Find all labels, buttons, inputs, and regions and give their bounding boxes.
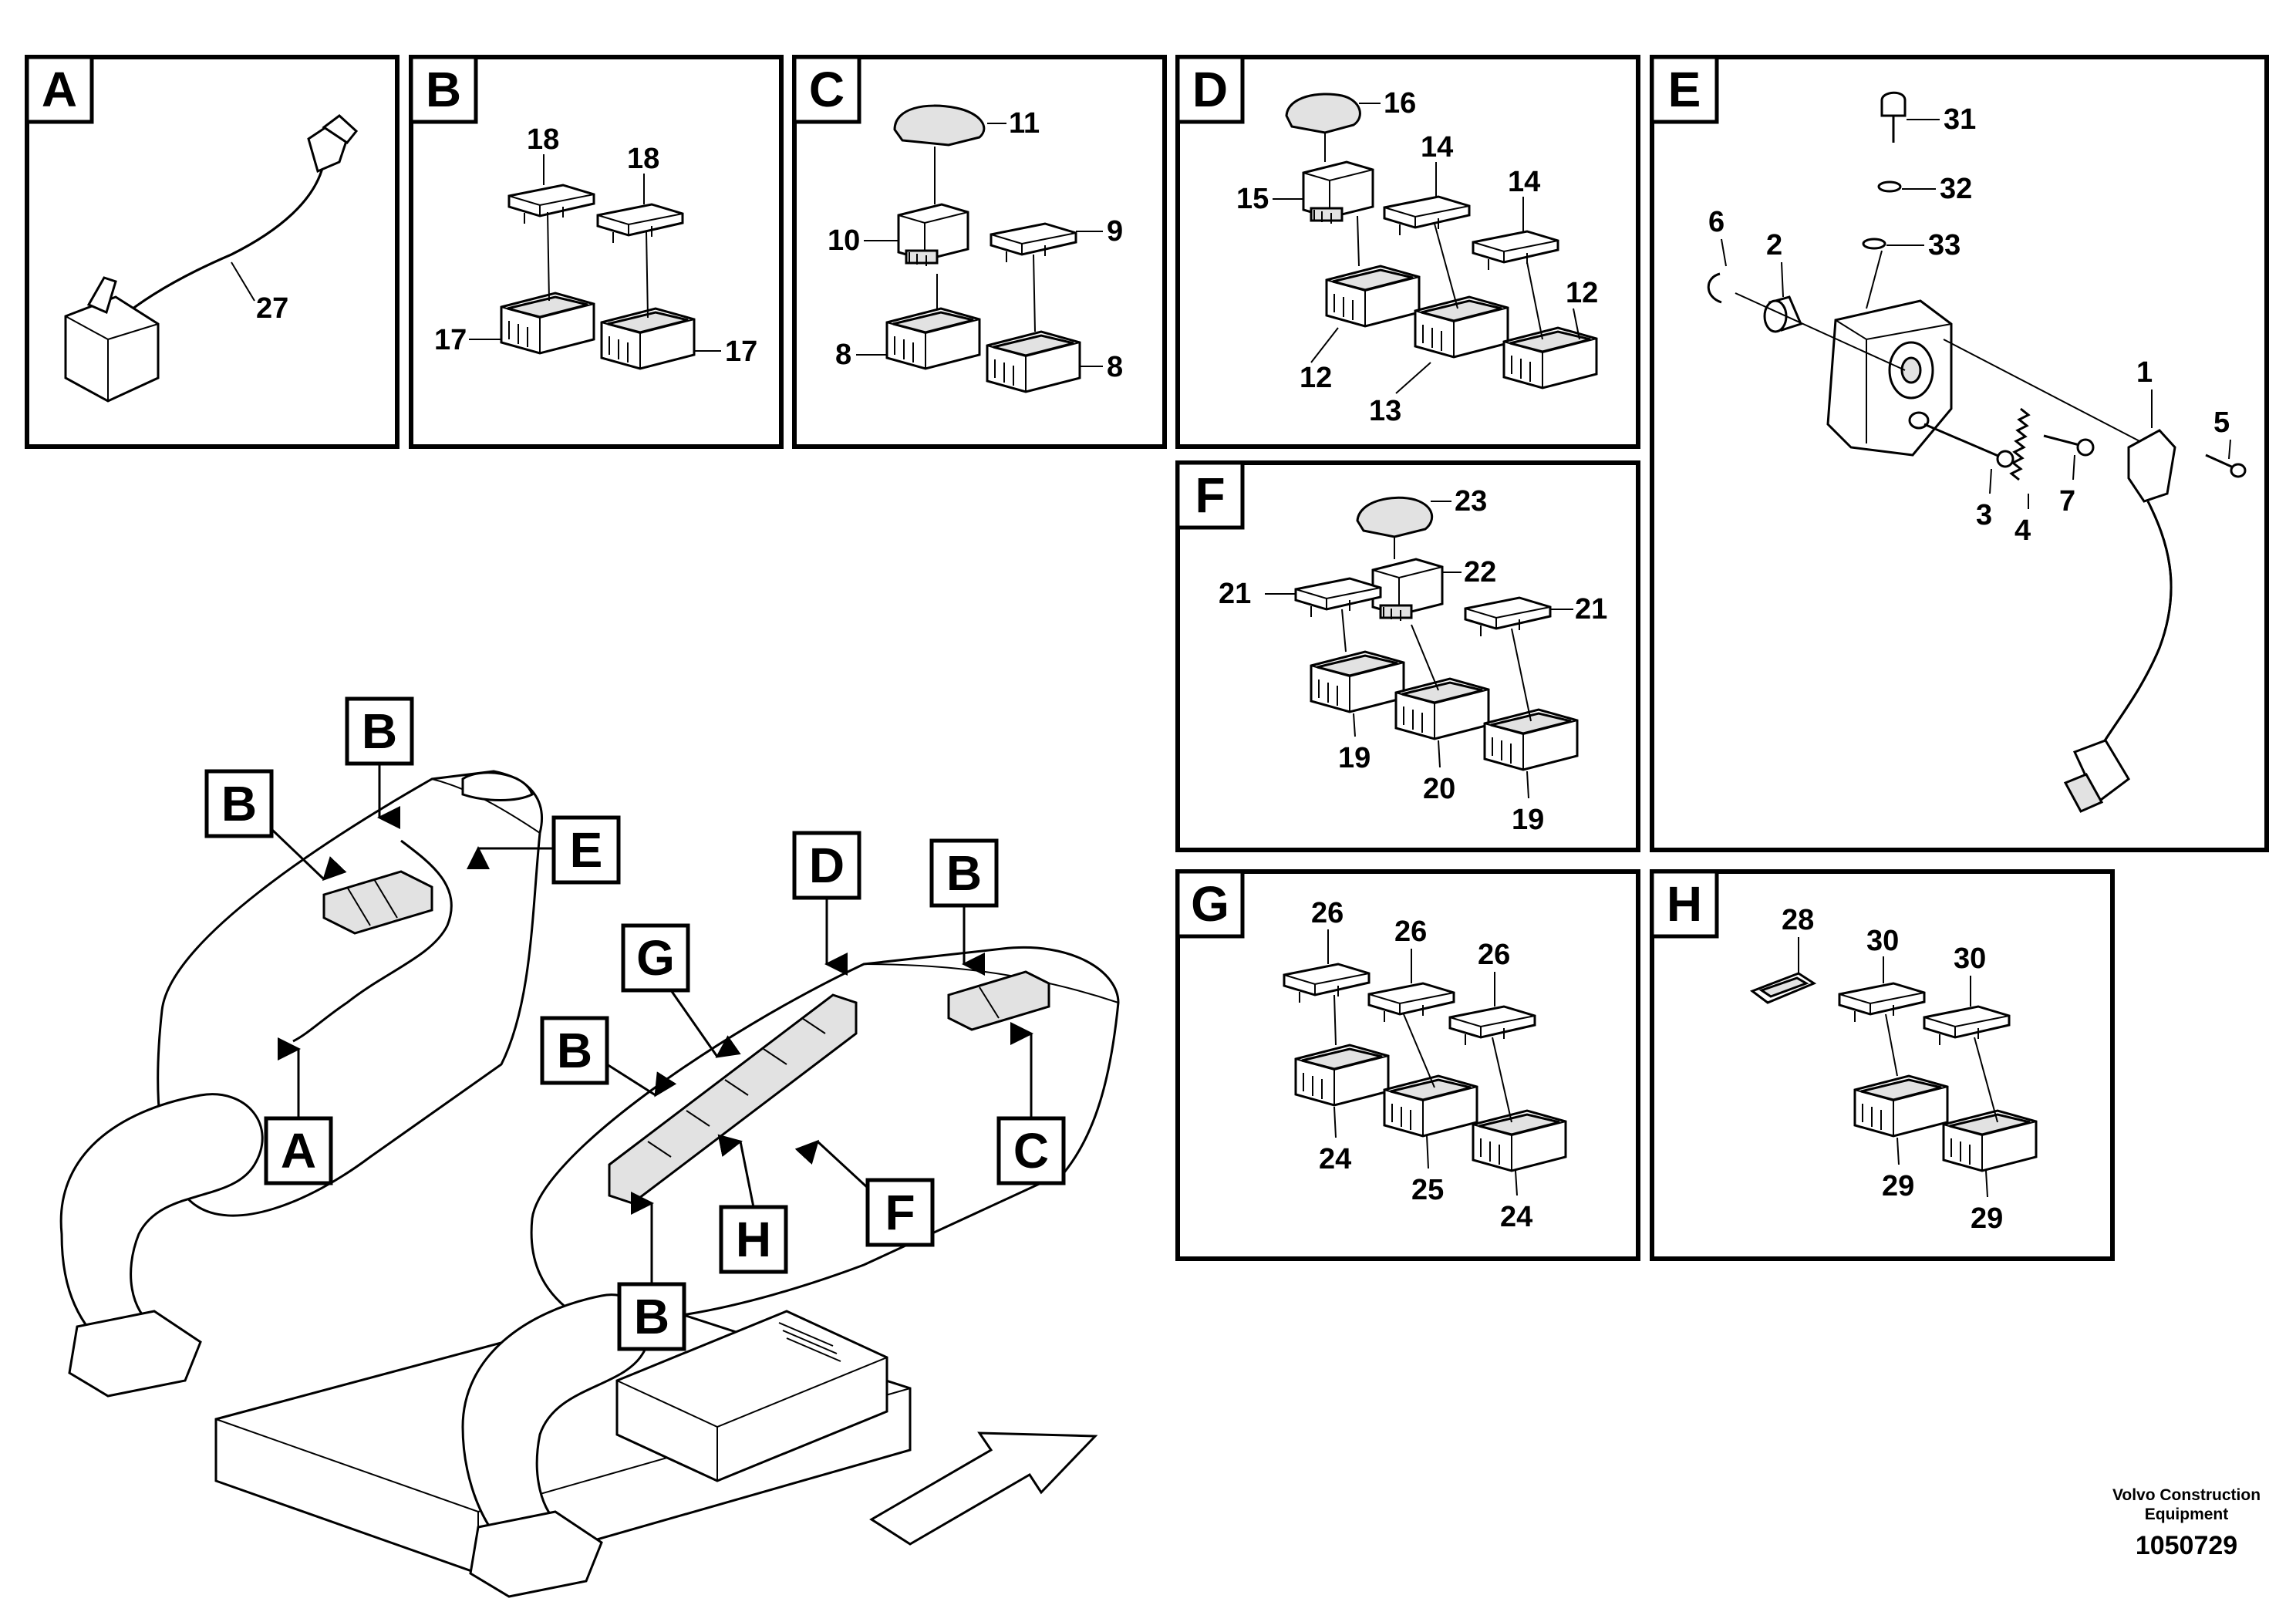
- callout-b-18b: 18: [627, 143, 659, 175]
- company-name-line2: Equipment: [2145, 1506, 2229, 1523]
- panel-b: B 18 18 17 17: [409, 55, 784, 449]
- callout-f-19a: 19: [1338, 742, 1371, 774]
- screw-5: [2205, 454, 2247, 478]
- clip-6: [1707, 272, 1722, 304]
- washer-32: [1877, 180, 1902, 193]
- screw-31: [1880, 91, 1907, 143]
- overview-callout-a: A: [281, 1123, 316, 1179]
- overview-cab-illustration: [59, 770, 1120, 1598]
- overview-callout-b1: B: [362, 703, 397, 759]
- panel-d-label: D: [1192, 62, 1228, 117]
- pedal-bracket: [1826, 299, 1953, 457]
- callout-h-29b: 29: [1971, 1202, 2003, 1235]
- callout-e-31: 31: [1944, 103, 1976, 136]
- callout-f-22: 22: [1464, 556, 1496, 588]
- callout-e-33: 33: [1928, 229, 1961, 261]
- overview-callout-b5: B: [634, 1289, 669, 1344]
- panel-a: A 27: [25, 55, 400, 449]
- overview-callout-h: H: [736, 1212, 771, 1267]
- company-name-line1: Volvo Construction: [2112, 1486, 2261, 1504]
- overview-callout-e: E: [570, 822, 603, 878]
- callout-e-5: 5: [2213, 406, 2230, 439]
- callout-d-15: 15: [1236, 183, 1269, 215]
- panel-a-label: A: [42, 62, 77, 117]
- washer-33: [1862, 238, 1886, 250]
- callout-g-26c: 26: [1478, 939, 1510, 971]
- footer: Volvo Construction Equipment 1050729: [2112, 1486, 2261, 1560]
- callout-f-21b: 21: [1575, 593, 1607, 626]
- callout-a-27: 27: [256, 292, 288, 325]
- overview-callout-d: D: [809, 838, 845, 893]
- callout-h-30b: 30: [1954, 943, 1986, 975]
- callout-b-18a: 18: [527, 123, 559, 156]
- callout-c-8b: 8: [1107, 351, 1123, 383]
- callout-c-8a: 8: [835, 339, 851, 371]
- callout-d-16: 16: [1384, 87, 1416, 120]
- callout-e-3: 3: [1976, 499, 1992, 531]
- callout-e-4: 4: [2014, 514, 2031, 547]
- panel-e: E 31 32 33 6 2: [1650, 55, 2269, 852]
- panel-e-label: E: [1668, 62, 1701, 117]
- rocker-knob-11: [893, 104, 986, 147]
- callout-g-25: 25: [1411, 1174, 1444, 1206]
- callout-f-23: 23: [1455, 485, 1487, 518]
- panel-d: D 16 15 14 14 12 13 12: [1175, 55, 1640, 449]
- callout-b-17b: 17: [725, 336, 757, 368]
- panel-g: G 26 26 26 24 25 24: [1175, 869, 1640, 1261]
- panel-b-label: B: [426, 62, 461, 117]
- callout-g-24b: 24: [1500, 1201, 1532, 1233]
- callout-g-26a: 26: [1311, 897, 1344, 929]
- right-console-switch-row: [608, 993, 858, 1205]
- callout-e-32: 32: [1940, 173, 1972, 205]
- callout-f-19b: 19: [1512, 804, 1544, 836]
- document-number: 1050729: [2136, 1531, 2237, 1560]
- panel-h: H 28 30 30 29 29: [1650, 869, 2115, 1261]
- panel-g-label: G: [1191, 876, 1229, 932]
- direction-arrow: [869, 1431, 1098, 1546]
- overview-callout-b4: B: [557, 1023, 592, 1078]
- overview-callouts: B B E A D B G B F C H B: [204, 696, 1066, 1351]
- indicator-lens-28: [1749, 972, 1817, 1004]
- overview-callout-b2: B: [221, 776, 257, 831]
- spring-4: [2009, 407, 2031, 481]
- panel-f: F 23 22 21 21 19 20 19: [1175, 460, 1640, 852]
- callout-d-12a: 12: [1300, 362, 1332, 394]
- callout-c-11: 11: [1009, 107, 1040, 140]
- panel-f-label: F: [1195, 467, 1225, 523]
- callout-d-14a: 14: [1421, 131, 1453, 164]
- callout-g-26b: 26: [1394, 916, 1427, 948]
- overview-callout-b3: B: [946, 845, 982, 901]
- sensor-1: [2063, 429, 2176, 813]
- callout-f-21a: 21: [1219, 578, 1251, 610]
- callout-d-14b: 14: [1508, 166, 1540, 198]
- callout-g-24a: 24: [1319, 1143, 1351, 1175]
- callout-h-29a: 29: [1882, 1170, 1914, 1202]
- right-console-rear-switch-block: [947, 970, 1050, 1031]
- overview-callout-c: C: [1013, 1123, 1049, 1179]
- panel-h-label: H: [1667, 876, 1702, 932]
- rocker-knob-16: [1285, 93, 1361, 134]
- panel-c: C 11 10 9 8 8: [792, 55, 1167, 449]
- pin-7: [2043, 434, 2095, 457]
- callout-e-6: 6: [1708, 206, 1725, 238]
- left-console-switch-block: [322, 870, 433, 935]
- callout-f-20: 20: [1423, 773, 1455, 805]
- callout-c-10: 10: [828, 224, 860, 257]
- callout-h-30a: 30: [1866, 925, 1899, 957]
- panel-c-label: C: [809, 62, 845, 117]
- overview-callout-g: G: [636, 930, 675, 986]
- callout-d-13: 13: [1369, 395, 1401, 427]
- rocker-knob-23: [1356, 496, 1434, 538]
- callout-d-12b: 12: [1566, 277, 1598, 309]
- callout-e-2: 2: [1766, 229, 1782, 261]
- callout-c-9: 9: [1107, 215, 1123, 248]
- callout-e-1: 1: [2136, 356, 2153, 389]
- callout-e-7: 7: [2059, 485, 2075, 518]
- toggle-switch-harness: [64, 114, 359, 403]
- pin-3: [1908, 411, 2014, 468]
- callout-h-28: 28: [1782, 904, 1814, 936]
- callout-b-17a: 17: [434, 324, 467, 356]
- overview-callout-f: F: [885, 1185, 915, 1240]
